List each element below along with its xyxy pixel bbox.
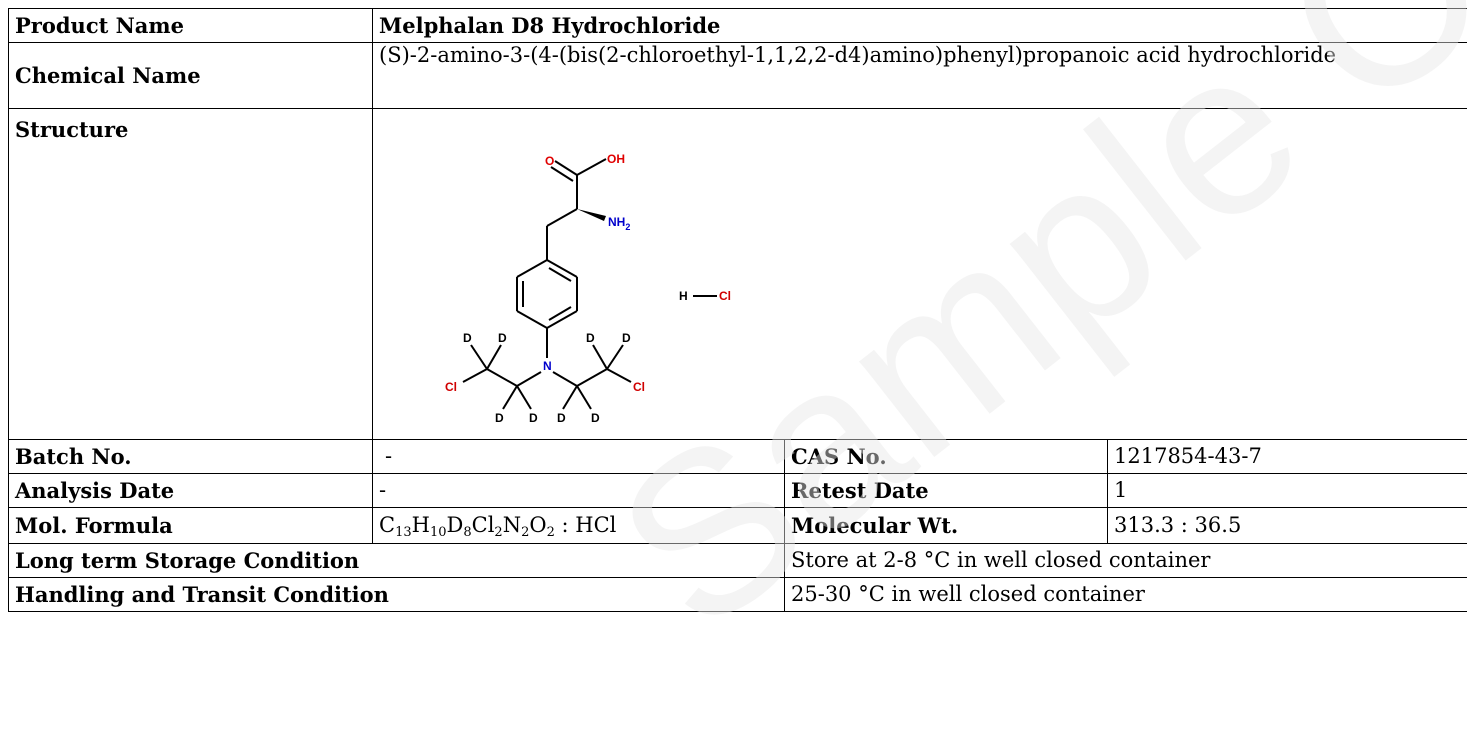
atom-d-8: D [591, 411, 600, 425]
retest-date-label: Retest Date [784, 473, 1108, 508]
formula-h-count: 10 [429, 524, 447, 540]
row-formula: Mol. Formula C13H10D8Cl2N2O2 : HCl Molec… [8, 507, 1467, 544]
atom-d-7: D [557, 411, 566, 425]
storage-value: Store at 2-8 °C in well closed container [784, 543, 1467, 578]
atom-d-5: D [495, 411, 504, 425]
structure-cell: O OH NH2 N Cl Cl D D D D D D D D H Cl [372, 108, 1467, 440]
formula-o: O [529, 512, 547, 537]
formula-c-count: 13 [395, 524, 412, 540]
formula-cl: Cl [471, 512, 495, 537]
atom-h: H [679, 289, 688, 303]
coa-table: Product Name Melphalan D8 Hydrochloride … [8, 8, 1467, 612]
chemical-name-label: Chemical Name [8, 42, 373, 109]
atom-cl-right: Cl [633, 380, 645, 394]
structure-label: Structure [8, 108, 373, 440]
product-name-value: Melphalan D8 Hydrochloride [372, 8, 1467, 43]
storage-label: Long term Storage Condition [8, 543, 785, 578]
formula-salt: : HCl [554, 512, 617, 537]
atom-d-3: D [586, 331, 595, 345]
batch-no-value: - [372, 439, 785, 474]
retest-date-value: 1 [1107, 473, 1467, 508]
analysis-date-value: - [372, 473, 785, 508]
formula-n-count: 2 [521, 524, 530, 540]
row-structure: Structure [8, 108, 1467, 440]
cas-no-value: 1217854-43-7 [1107, 439, 1467, 474]
molecular-wt-label: Molecular Wt. [784, 507, 1108, 544]
chemical-name-value: (S)-2-amino-3-(4-(bis(2-chloroethyl-1,1,… [372, 42, 1467, 109]
row-storage: Long term Storage Condition Store at 2-8… [8, 543, 1467, 578]
formula-d: D [446, 512, 464, 537]
formula-h: H [411, 512, 430, 537]
handling-label: Handling and Transit Condition [8, 577, 785, 612]
atom-o: O [545, 154, 554, 168]
row-batch-cas: Batch No. - CAS No. 1217854-43-7 [8, 439, 1467, 474]
handling-value: 25-30 °C in well closed container [784, 577, 1467, 612]
formula-d-count: 8 [463, 524, 472, 540]
atom-n: N [543, 359, 552, 373]
batch-no-label: Batch No. [8, 439, 373, 474]
formula-cl-count: 2 [494, 524, 503, 540]
atom-nh2-sub: 2 [625, 222, 630, 232]
formula-c: C [379, 512, 396, 537]
structure-bonds [462, 158, 717, 410]
atom-d-2: D [498, 331, 507, 345]
atom-d-4: D [622, 331, 631, 345]
atom-d-1: D [463, 331, 472, 345]
formula-n: N [502, 512, 522, 537]
cas-no-label: CAS No. [784, 439, 1108, 474]
structure-diagram: O OH NH2 N Cl Cl D D D D D D D D H Cl [445, 152, 731, 425]
row-dates: Analysis Date - Retest Date 1 [8, 473, 1467, 508]
atom-nh2: NH2 [608, 215, 630, 232]
atom-nh2-main: NH [608, 215, 625, 229]
molecular-wt-value: 313.3 : 36.5 [1107, 507, 1467, 544]
product-name-label: Product Name [8, 8, 373, 43]
row-product-name: Product Name Melphalan D8 Hydrochloride [8, 8, 1467, 43]
stereo-wedge [577, 209, 606, 221]
row-chemical-name: Chemical Name (S)-2-amino-3-(4-(bis(2-ch… [8, 42, 1467, 109]
mol-formula-value: C13H10D8Cl2N2O2 : HCl [372, 507, 785, 544]
mol-formula-label: Mol. Formula [8, 507, 373, 544]
atom-cl-hcl: Cl [719, 289, 731, 303]
atom-cl-left: Cl [445, 380, 457, 394]
row-handling: Handling and Transit Condition 25-30 °C … [8, 577, 1467, 612]
formula-o-count: 2 [546, 524, 555, 540]
atom-oh: OH [607, 152, 625, 166]
atom-d-6: D [529, 411, 538, 425]
analysis-date-label: Analysis Date [8, 473, 373, 508]
